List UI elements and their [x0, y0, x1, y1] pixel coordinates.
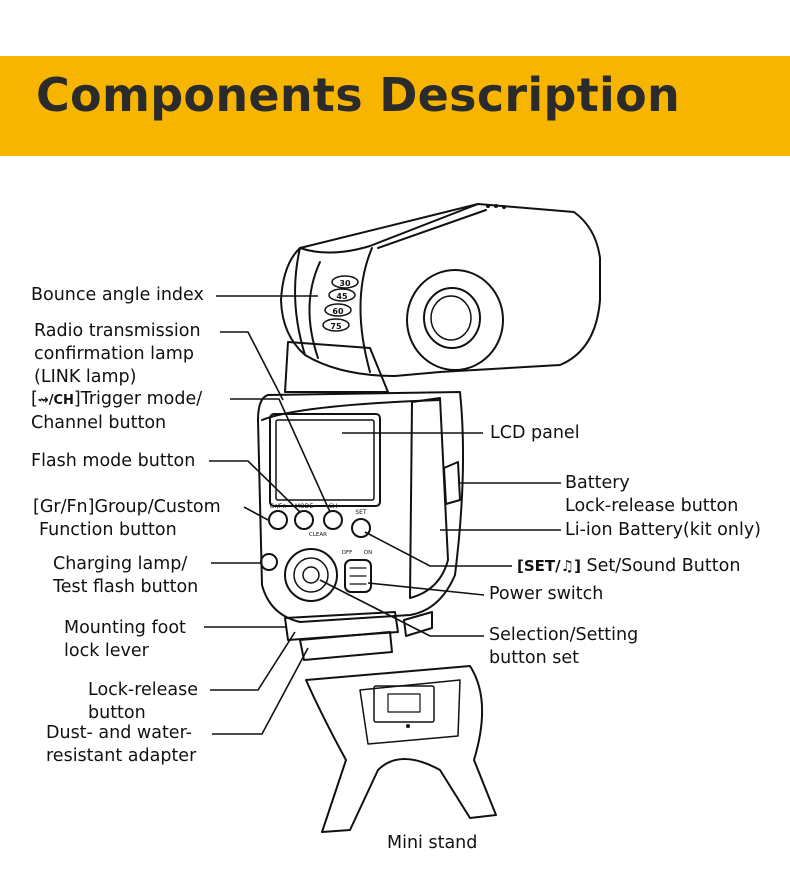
ch-button [323, 510, 343, 530]
label-bounce-angle-index: Bounce angle index [31, 285, 204, 305]
angle-60-label: 60 [332, 307, 344, 316]
leader-flash-mode [209, 460, 301, 513]
flash-body [257, 391, 465, 623]
flash-neck [284, 341, 389, 393]
flash-head [280, 203, 601, 377]
label-battery-release: Battery Lock-release button [565, 473, 739, 516]
grfn-button [268, 510, 288, 530]
head-side-disc [406, 269, 504, 371]
flash-head-top-edge [299, 203, 479, 254]
angle-75-marker [322, 318, 350, 332]
label-lock-release: Lock-release button [88, 680, 199, 723]
ch-marking: CH [329, 503, 338, 510]
label-mini-stand: Mini stand [387, 833, 478, 853]
label-trigger-mode: [⇝/CH]Trigger mode/ Channel button [31, 389, 203, 433]
angle-30-marker [331, 275, 359, 289]
label-charging-lamp: Charging lamp/ Test flash button [53, 554, 199, 597]
leader-lock-release [210, 631, 296, 691]
leader-dust [212, 647, 309, 735]
mini-stand [305, 665, 497, 833]
angle-45-marker [328, 288, 356, 302]
stand-shoe [373, 685, 435, 723]
leader-trigger [230, 398, 331, 513]
angle-60-marker [324, 303, 352, 317]
lcd-panel [269, 413, 381, 507]
leader-group [243, 506, 269, 521]
label-li-ion-battery: Li-ion Battery(kit only) [565, 520, 762, 540]
label-radio-lamp: Radio transmission confirmation lamp (LI… [34, 321, 201, 387]
flash-head-band [294, 247, 306, 356]
label-lcd-panel: LCD panel [490, 423, 580, 443]
power-switch [344, 559, 372, 593]
angle-30-label: 30 [339, 279, 351, 288]
label-flash-mode-button: Flash mode button [31, 451, 196, 471]
trigger-ch-icon: ⇝/CH [37, 393, 74, 408]
mode-marking: MODE [295, 503, 314, 510]
leader-selection [319, 579, 484, 637]
set-button [351, 518, 371, 538]
test-flash-button [260, 553, 278, 571]
leader-set [364, 531, 512, 567]
mounting-foot [284, 611, 399, 641]
selection-dial [284, 548, 338, 602]
mode-button [294, 510, 314, 530]
on-marking: ON [364, 550, 372, 556]
label-mounting-foot: Mounting foot lock lever [64, 618, 186, 661]
label-group-custom: [Gr/Fn]Group/Custom Function button [33, 497, 221, 540]
angle-45-label: 45 [336, 292, 348, 301]
page-title: Components Description [36, 68, 681, 122]
label-set-sound: [SET/♫] Set/Sound Button [517, 556, 741, 576]
label-power-switch: Power switch [489, 584, 604, 604]
label-dust-adapter: Dust- and water- resistant adapter [46, 723, 197, 766]
grfn-marking: Gr/Fn [270, 503, 287, 510]
clear-marking: CLEAR [309, 532, 327, 538]
set-marking: SET [355, 509, 367, 516]
leader-radio [220, 331, 284, 401]
off-marking: OFF [342, 550, 353, 556]
label-selection-setting: Selection/Setting button set [489, 625, 639, 668]
battery-release-tab [443, 461, 461, 505]
angle-75-label: 75 [330, 322, 342, 331]
leader-power [367, 582, 485, 596]
title-banner: Components Description [0, 56, 790, 156]
set-sound-icon: [SET/♫] [517, 557, 581, 575]
